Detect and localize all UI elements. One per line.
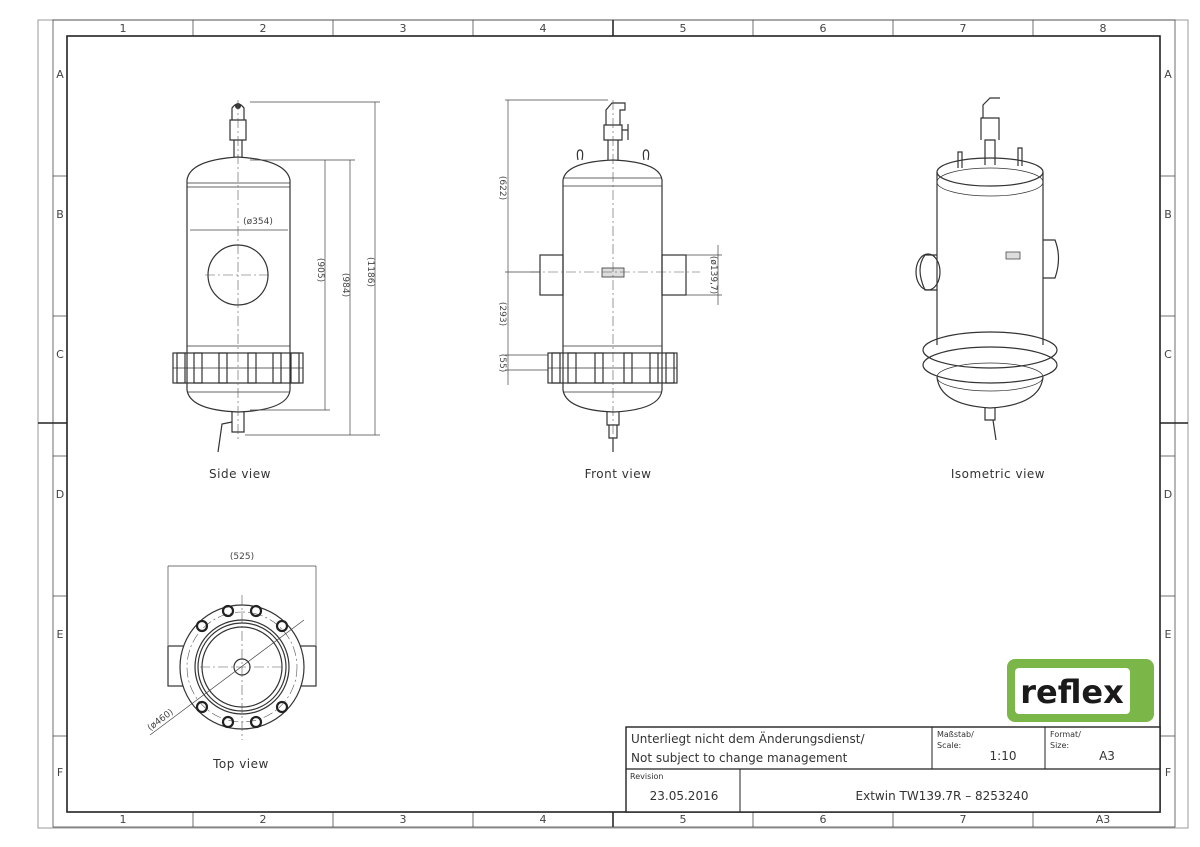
dim-nozzle: (ø139,7) (708, 256, 718, 294)
grid-row-label: E (57, 628, 64, 641)
grid-col-label: 2 (260, 22, 267, 35)
grid-col-label: 5 (680, 22, 687, 35)
vessel-body (562, 159, 663, 413)
grid-row-label: F (1165, 766, 1171, 779)
bolt-holes (195, 604, 289, 729)
grid-col-label: 4 (540, 22, 547, 35)
grid-col-label: 3 (400, 813, 407, 826)
drawing-title: Extwin TW139.7R – 8253240 (856, 789, 1029, 803)
grid-col-label: A3 (1096, 813, 1111, 826)
grid-col-label: 1 (120, 22, 127, 35)
grid-col-label: 6 (820, 22, 827, 35)
grid-col-label: 7 (960, 22, 967, 35)
grid-col-label: 5 (680, 813, 687, 826)
dim-h3: (1186) (365, 257, 375, 287)
scale-label-de: Maßstab/ (937, 730, 974, 739)
grid-row-label: C (1164, 348, 1172, 361)
flange (922, 331, 1058, 369)
reflex-logo: reflex (1007, 659, 1154, 722)
grid-col-label: 3 (400, 22, 407, 35)
grid-row-label: F (57, 766, 63, 779)
dim-h2: (984) (340, 273, 350, 297)
dim-top: (622) (497, 176, 507, 200)
top-view: (525) (ø460) Top view (146, 552, 317, 771)
grid-col-label: 7 (960, 813, 967, 826)
inlet-nozzle (539, 254, 564, 296)
scale-value: 1:10 (990, 749, 1017, 763)
isometric-view-label: Isometric view (951, 467, 1045, 481)
note-german: Unterliegt nicht dem Änderungsdienst/ (631, 731, 865, 746)
note-english: Not subject to change management (631, 751, 848, 765)
grid-col-label: 4 (540, 813, 547, 826)
top-dome (936, 157, 1044, 187)
grid-column-labels-top: 1 2 3 4 5 6 7 8 (120, 22, 1107, 35)
grid-row-label: C (56, 348, 64, 361)
title-block: Unterliegt nicht dem Änderungsdienst/ No… (625, 726, 1161, 813)
flange-bolts (551, 352, 675, 384)
grid-col-label: 6 (820, 813, 827, 826)
grid-col-label: 2 (260, 813, 267, 826)
format-label-en: Size: (1050, 741, 1069, 750)
grid-column-labels-bottom: 1 2 3 4 5 6 7 A3 (120, 813, 1111, 826)
vessel-body (186, 156, 291, 413)
grid-row-label: D (56, 488, 64, 501)
front-view: (622) (293) (55) (ø139,7) Front view (497, 99, 722, 481)
grid-row-label: D (1164, 488, 1172, 501)
flange-bolts (176, 352, 300, 384)
dim-flange: (55) (497, 354, 507, 372)
top-view-label: Top view (212, 757, 269, 771)
format-label-de: Format/ (1050, 730, 1081, 739)
grid-col-label: 1 (120, 813, 127, 826)
air-vent-valve (980, 97, 1000, 165)
grid-row-label: A (1164, 68, 1172, 81)
format-value: A3 (1099, 749, 1115, 763)
inlet-nozzle (919, 254, 937, 291)
dim-width: (525) (230, 552, 254, 562)
nameplate (1005, 251, 1021, 260)
isometric-view: Isometric view (915, 97, 1060, 481)
front-view-label: Front view (585, 467, 652, 481)
revision-label: Revision (630, 772, 663, 781)
grid-dividers (53, 20, 1175, 827)
grid-row-label: E (1165, 628, 1172, 641)
side-view-label: Side view (209, 467, 271, 481)
scale-label-en: Scale: (937, 741, 961, 750)
grid-row-labels: A B C D E F A B C D E F (56, 68, 1172, 779)
drain-valve (217, 412, 245, 453)
dim-mid: (293) (497, 302, 507, 326)
dim-h1: (905) (315, 258, 325, 282)
dim-diameter: (ø354) (243, 217, 273, 227)
logo-text: reflex (1020, 673, 1124, 711)
grid-col-label: 8 (1100, 22, 1107, 35)
outlet-nozzle (1043, 239, 1060, 279)
air-vent-valve (603, 102, 629, 160)
grid-row-label: A (56, 68, 64, 81)
side-view: (ø354) (905) (984) (1186) Side view (172, 100, 380, 481)
dim-diameter: (ø460) (146, 707, 176, 733)
grid-row-label: B (1164, 208, 1172, 221)
grid-row-label: B (56, 208, 64, 221)
lifting-lugs (576, 149, 650, 161)
revision-date: 23.05.2016 (650, 789, 719, 803)
outlet-nozzle (661, 254, 687, 296)
